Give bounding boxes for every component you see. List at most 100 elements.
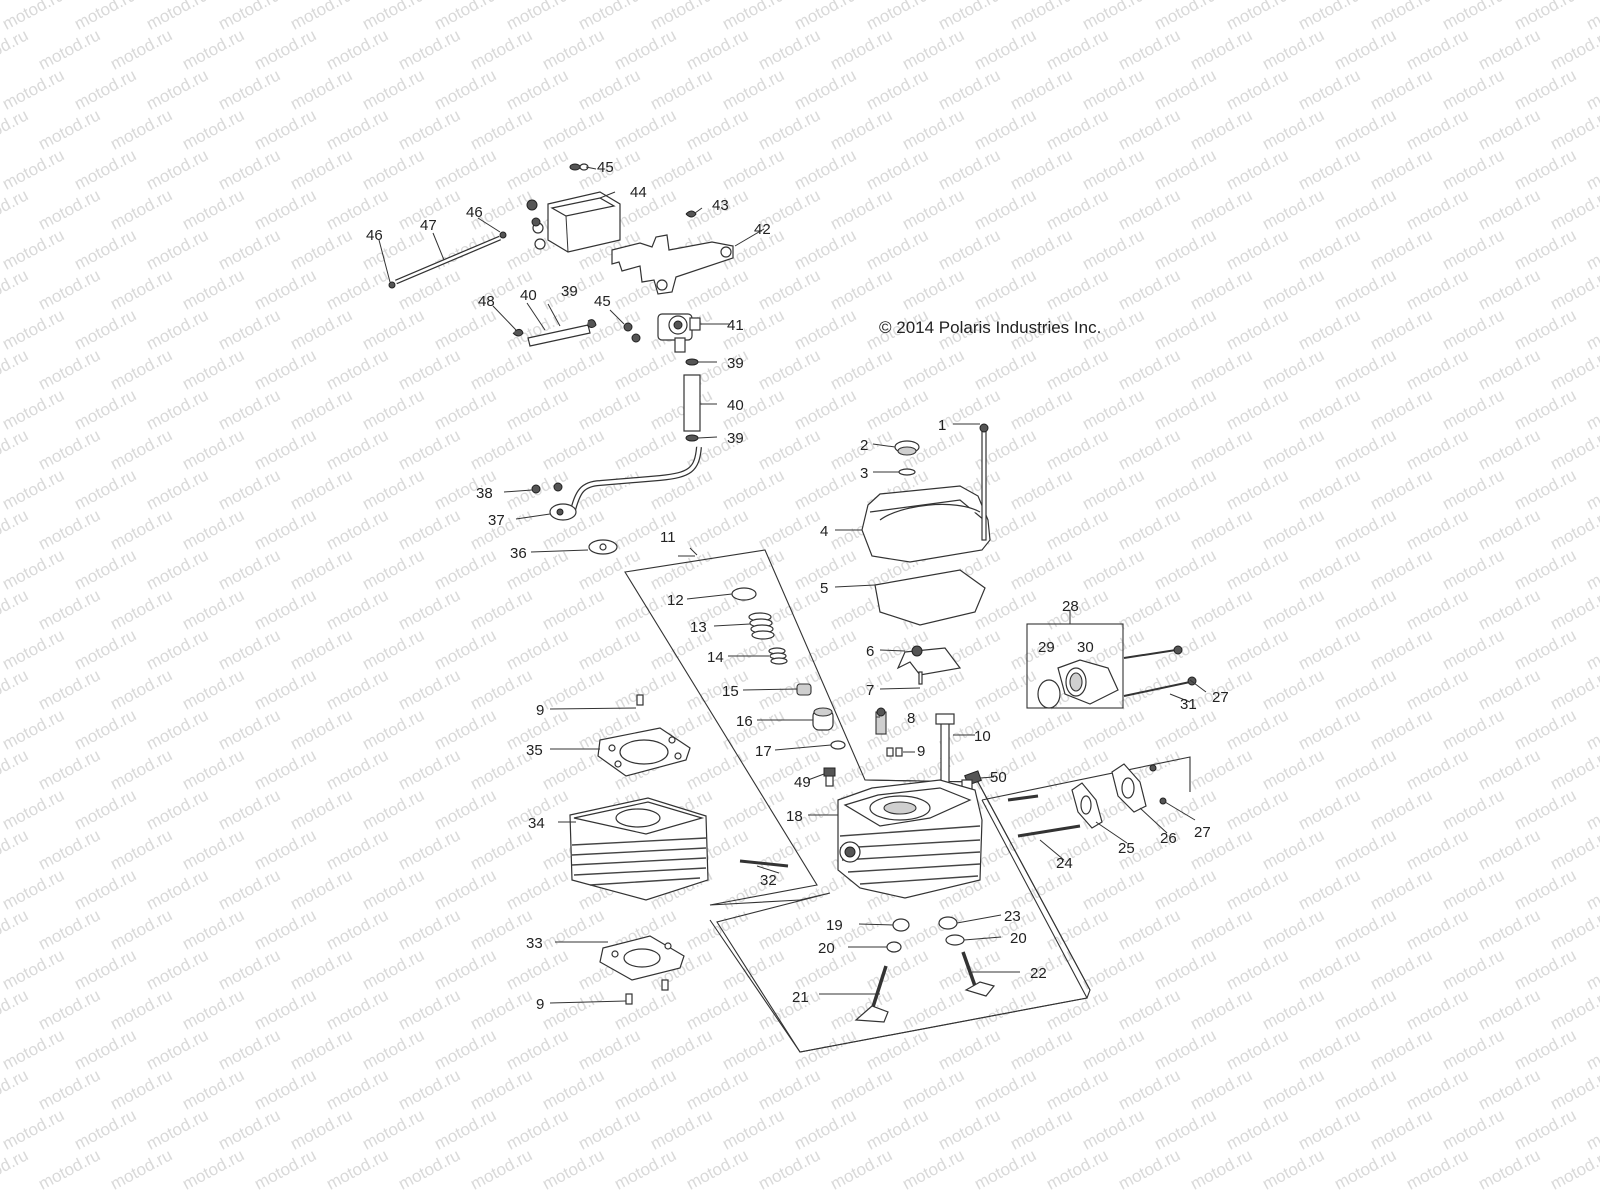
callout-31: 31: [1180, 696, 1197, 713]
callout-21: 21: [792, 989, 809, 1006]
callout-2: 2: [860, 437, 868, 454]
plate-6: [896, 645, 962, 685]
callout-1: 1: [938, 417, 946, 434]
callout-32: 32: [760, 872, 777, 889]
spring-14: [768, 647, 788, 665]
callout-9-top: 9: [536, 702, 544, 719]
oring-3: [898, 468, 916, 476]
group-outline-28: [1026, 623, 1124, 709]
leader-lines: [378, 166, 1207, 1004]
callout-12: 12: [667, 592, 684, 609]
callout-15: 15: [722, 683, 739, 700]
callout-48: 48: [478, 293, 495, 310]
callout-44: 44: [630, 184, 647, 201]
bolt-10: [935, 713, 955, 789]
callout-25: 25: [1118, 840, 1135, 857]
valve-22: [961, 951, 996, 997]
callout-3: 3: [860, 465, 868, 482]
callout-50: 50: [990, 769, 1007, 786]
dowel-9-head: [886, 747, 903, 757]
callout-47: 47: [420, 217, 437, 234]
callout-39-mid: 39: [727, 355, 744, 372]
cap-2: [894, 440, 920, 456]
callout-45-top: 45: [597, 159, 614, 176]
callout-11: 11: [660, 529, 676, 546]
callout-20-right: 20: [1010, 930, 1027, 947]
valve-41: [623, 313, 701, 353]
breather-pipe-37: [531, 446, 702, 521]
nut-27-lower: [1149, 764, 1167, 805]
gasket-35: [597, 727, 691, 777]
copyright-notice: © 2014 Polaris Industries Inc.: [879, 318, 1102, 337]
gasket-36: [588, 539, 618, 555]
valve-keeper-23: [938, 916, 958, 930]
stud-32: [739, 859, 789, 868]
bolt-49: [823, 767, 836, 787]
callout-35: 35: [526, 742, 543, 759]
dowel-9-top: [636, 694, 644, 706]
callout-38: 38: [476, 485, 493, 502]
callout-41: 41: [727, 317, 744, 334]
spring-13: [748, 612, 775, 640]
callout-40-upper: 40: [520, 287, 537, 304]
clip-43: [685, 210, 697, 218]
breather-box-44: [526, 191, 621, 253]
bolt-31: [1123, 645, 1197, 697]
callout-8: 8: [907, 710, 915, 727]
clip-45-top: [569, 163, 589, 171]
seal-20-right: [945, 934, 965, 946]
seal-16: [812, 707, 834, 731]
valve-cover-4: [861, 423, 991, 563]
seat-15: [796, 683, 812, 696]
stud-24: [1017, 824, 1081, 838]
callout-28: 28: [1062, 598, 1079, 615]
callout-5: 5: [820, 580, 828, 597]
valve-keeper-19: [892, 918, 910, 932]
hose-40-mid: [683, 358, 701, 442]
intake-manifold-30: [1057, 659, 1119, 705]
callout-42: 42: [754, 221, 771, 238]
callout-7: 7: [866, 682, 874, 699]
callout-10: 10: [974, 728, 991, 745]
gasket-25: [1071, 782, 1103, 829]
callout-46-left: 46: [366, 227, 383, 244]
callout-18: 18: [786, 808, 803, 825]
callout-9-bottom: 9: [536, 996, 544, 1013]
callout-34: 34: [528, 815, 545, 832]
callout-9-head: 9: [917, 743, 925, 760]
callout-22: 22: [1030, 965, 1047, 982]
callout-40-mid: 40: [727, 397, 744, 414]
callout-45-mid: 45: [594, 293, 611, 310]
callout-14: 14: [707, 649, 724, 666]
cylinder-head-18: [837, 779, 983, 899]
hose-40-top: [512, 319, 597, 347]
callout-20-left: 20: [818, 940, 835, 957]
gasket-33: [599, 935, 685, 981]
group-outline-24: [981, 756, 1191, 801]
callout-27-lower: 27: [1194, 824, 1211, 841]
callout-26: 26: [1160, 830, 1177, 847]
stud-long-right: [1007, 794, 1039, 802]
spacer-26: [1111, 763, 1147, 813]
callout-23: 23: [1004, 908, 1021, 925]
callout-19: 19: [826, 917, 843, 934]
callout-43: 43: [712, 197, 729, 214]
callout-30: 30: [1077, 639, 1094, 656]
callout-39-lower: 39: [727, 430, 744, 447]
callout-labels: 1 2 3 4 5 6 7 8 9 10 11 12 13 14 15 16 1…: [366, 159, 1229, 1013]
group-outline-valves: [709, 799, 1088, 1053]
callout-6: 6: [866, 643, 874, 660]
callout-37: 37: [488, 512, 505, 529]
cylinder-block-34: [569, 797, 709, 901]
callout-46-right: 46: [466, 204, 483, 221]
callout-13: 13: [690, 619, 707, 636]
callout-39-upper: 39: [561, 283, 578, 300]
callout-36: 36: [510, 545, 527, 562]
callout-24: 24: [1056, 855, 1073, 872]
callout-16: 16: [736, 713, 753, 730]
oring-29: [1037, 679, 1061, 709]
plug-8: [875, 707, 887, 735]
callout-29: 29: [1038, 639, 1055, 656]
callout-17: 17: [755, 743, 772, 760]
